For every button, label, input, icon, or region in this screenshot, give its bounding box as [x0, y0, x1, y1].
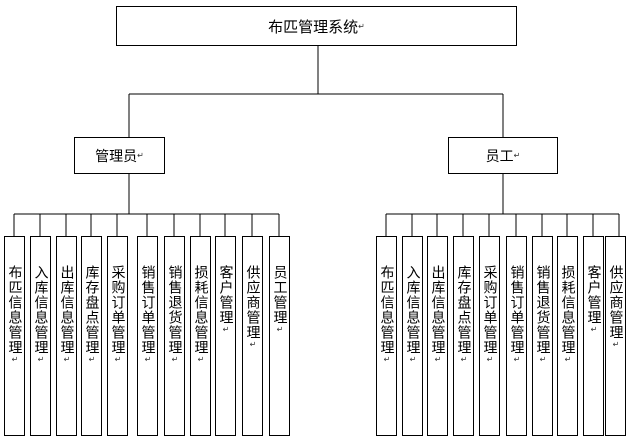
return-mark-icon: ↵ — [36, 355, 46, 365]
leaf-label: 供应商管理 — [607, 265, 624, 340]
employee-leaf-inbound-info: 入库信息管理↵ — [402, 236, 423, 436]
return-mark-icon: ↵ — [408, 355, 418, 365]
employee-leaf-sales-orders: 销售订单管理↵ — [506, 236, 527, 436]
leaf-label: 采购订单管理 — [481, 265, 498, 355]
employee-node-label: 员工 — [485, 148, 514, 165]
admin-leaf-sales-orders: 销售订单管理↵ — [137, 236, 158, 436]
admin-node-label: 管理员 — [95, 148, 138, 165]
return-mark-icon: ↵ — [196, 355, 206, 365]
return-mark-icon: ↵ — [512, 355, 522, 365]
leaf-label: 布匹信息管理 — [378, 265, 395, 355]
admin-leaf-inbound-info: 入库信息管理↵ — [30, 236, 51, 436]
return-mark-icon: ↵ — [221, 325, 231, 335]
return-mark-icon: ↵ — [382, 355, 392, 365]
root-node-label: 布匹管理系统 — [268, 17, 359, 36]
leaf-label: 库存盘点管理 — [455, 265, 472, 355]
return-mark-icon: ↵ — [113, 355, 123, 365]
leaf-label: 销售退货管理 — [166, 265, 183, 355]
return-mark-icon: ↵ — [459, 355, 469, 365]
admin-node: 管理员↵ — [74, 137, 165, 174]
employee-leaf-outbound-info: 出库信息管理↵ — [427, 236, 448, 436]
admin-leaf-purchase-orders: 采购订单管理↵ — [107, 236, 128, 436]
return-mark-icon: ↵ — [538, 355, 548, 365]
return-mark-icon: ↵ — [275, 325, 285, 335]
leaf-label: 入库信息管理 — [32, 265, 49, 355]
leaf-label: 销售订单管理 — [139, 265, 156, 355]
employee-leaf-customers: 客户管理↵ — [583, 236, 604, 436]
employee-leaf-sales-returns: 销售退货管理↵ — [532, 236, 553, 436]
return-mark-icon: ↵ — [248, 340, 258, 350]
return-mark-icon: ↵ — [170, 355, 180, 365]
admin-leaf-employees: 员工管理↵ — [269, 236, 290, 436]
admin-leaf-sales-returns: 销售退货管理↵ — [164, 236, 185, 436]
employee-leaf-stocktake: 库存盘点管理↵ — [453, 236, 474, 436]
leaf-label: 销售订单管理 — [508, 265, 525, 355]
admin-leaf-outbound-info: 出库信息管理↵ — [56, 236, 77, 436]
leaf-label: 客户管理 — [585, 265, 602, 325]
leaf-label: 员工管理 — [271, 265, 288, 325]
admin-leaf-customers: 客户管理↵ — [215, 236, 236, 436]
admin-leaf-stocktake: 库存盘点管理↵ — [81, 236, 102, 436]
leaf-label: 采购订单管理 — [109, 265, 126, 355]
root-node: 布匹管理系统↵ — [116, 6, 517, 46]
employee-leaf-fabric-info: 布匹信息管理↵ — [376, 236, 397, 436]
return-mark-icon: ↵ — [563, 355, 573, 365]
leaf-label: 布匹信息管理 — [6, 265, 23, 355]
leaf-label: 损耗信息管理 — [559, 265, 576, 355]
return-mark-icon: ↵ — [62, 355, 72, 365]
return-mark-icon: ↵ — [611, 340, 621, 350]
leaf-label: 供应商管理 — [244, 265, 261, 340]
return-mark-icon: ↵ — [433, 355, 443, 365]
employee-leaf-suppliers: 供应商管理↵ — [605, 236, 626, 436]
admin-leaf-fabric-info: 布匹信息管理↵ — [4, 236, 25, 436]
admin-leaf-loss-info: 损耗信息管理↵ — [190, 236, 211, 436]
employee-leaf-purchase-orders: 采购订单管理↵ — [479, 236, 500, 436]
return-mark-icon: ↵ — [87, 355, 97, 365]
return-mark-icon: ↵ — [485, 355, 495, 365]
leaf-label: 入库信息管理 — [404, 265, 421, 355]
return-mark-icon: ↵ — [143, 355, 153, 365]
leaf-label: 库存盘点管理 — [83, 265, 100, 355]
employee-leaf-loss-info: 损耗信息管理↵ — [557, 236, 578, 436]
return-mark-icon: ↵ — [358, 21, 365, 31]
leaf-label: 出库信息管理 — [429, 265, 446, 355]
leaf-label: 损耗信息管理 — [192, 265, 209, 355]
leaf-label: 客户管理 — [217, 265, 234, 325]
return-mark-icon: ↵ — [10, 355, 20, 365]
leaf-label: 出库信息管理 — [58, 265, 75, 355]
return-mark-icon: ↵ — [589, 325, 599, 335]
return-mark-icon: ↵ — [137, 151, 144, 160]
leaf-label: 销售退货管理 — [534, 265, 551, 355]
employee-node: 员工↵ — [448, 137, 558, 174]
return-mark-icon: ↵ — [513, 151, 521, 160]
admin-leaf-suppliers: 供应商管理↵ — [242, 236, 263, 436]
